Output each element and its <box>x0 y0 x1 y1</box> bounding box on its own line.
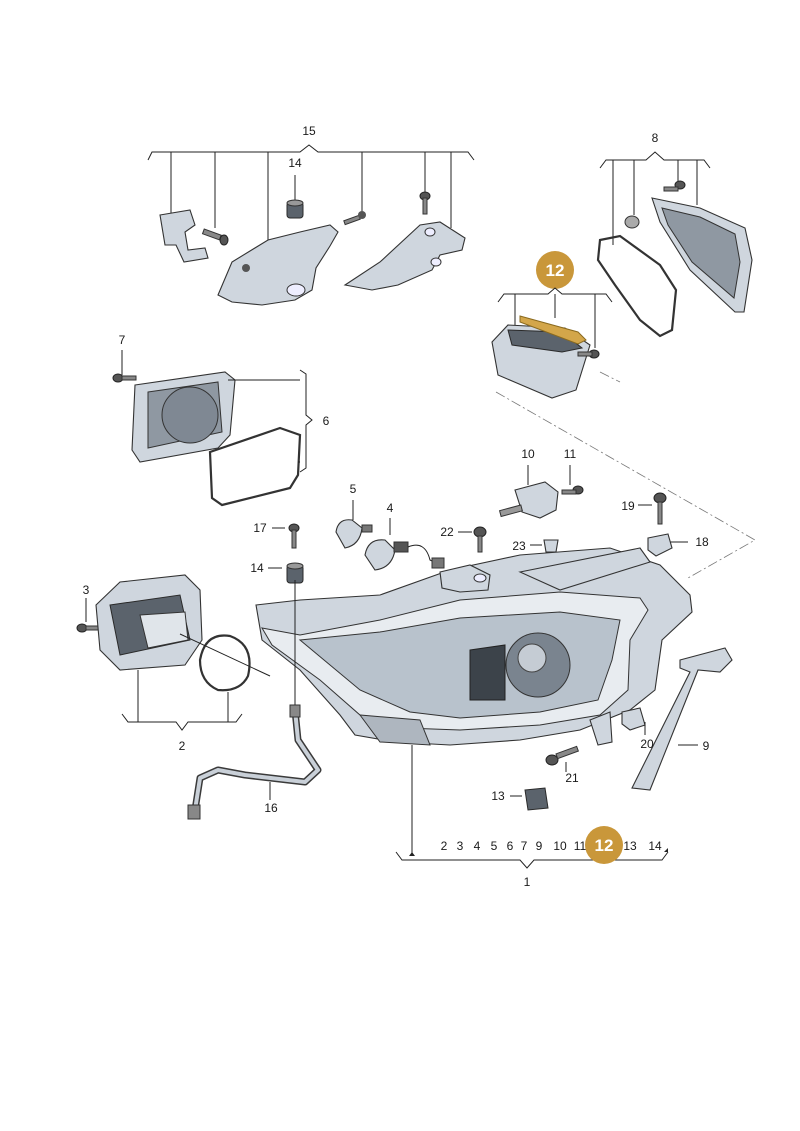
row-item-10: 10 <box>553 839 567 853</box>
screw-icon <box>663 180 686 192</box>
assembly-total-1: 1 <box>524 875 531 889</box>
row-item-7: 7 <box>521 839 528 853</box>
screw-icon <box>653 492 667 525</box>
highlight-badge <box>585 826 623 864</box>
row-item-5: 5 <box>491 839 498 853</box>
row-item-9: 9 <box>536 839 543 853</box>
row-item-12-badge: 12 <box>595 836 614 855</box>
screw-icon <box>201 228 229 246</box>
label-23: 23 <box>512 539 526 553</box>
label-5: 5 <box>350 482 357 496</box>
ballast-seal <box>198 634 251 692</box>
row-item-14: 14 <box>648 839 662 853</box>
bracket-group-15 <box>147 144 475 306</box>
adjuster-20 <box>621 707 646 731</box>
adjuster-18 <box>647 533 673 557</box>
row-item-6: 6 <box>507 839 514 853</box>
cover-group-8 <box>596 151 753 338</box>
cover-seal <box>596 234 678 338</box>
label-19: 19 <box>621 499 635 513</box>
row-item-3: 3 <box>457 839 464 853</box>
label-15: 15 <box>302 124 316 138</box>
main-bracket <box>217 224 339 306</box>
screw-icon <box>76 623 101 633</box>
row-item-11: 11 <box>574 839 587 853</box>
screw-icon <box>577 349 600 359</box>
module-group-6 <box>112 350 313 507</box>
module-seal <box>208 426 302 507</box>
badge-label-12: 12 <box>546 261 565 280</box>
screw-icon <box>343 211 366 226</box>
label-13: 13 <box>491 789 505 803</box>
callout-labels: 15 8 14 7 6 10 11 5 4 17 22 23 19 18 14 … <box>83 124 710 889</box>
label-11: 11 <box>564 447 577 461</box>
screw-icon <box>561 485 584 495</box>
screw-icon <box>419 191 431 215</box>
parts-row <box>395 826 669 869</box>
trim-strip-9 <box>631 647 733 791</box>
dashed-leaders <box>495 371 756 579</box>
label-16: 16 <box>264 801 278 815</box>
row-item-4: 4 <box>474 839 481 853</box>
label-20: 20 <box>640 737 654 751</box>
bulb-5 <box>335 519 363 549</box>
plug <box>624 215 640 229</box>
screw-icon <box>473 526 487 553</box>
cap-23 <box>543 539 559 553</box>
label-10: 10 <box>521 447 535 461</box>
screw-icon <box>112 373 137 383</box>
clip-bracket <box>159 209 209 263</box>
row-item-13: 13 <box>623 839 637 853</box>
label-21: 21 <box>565 771 579 785</box>
row-item-2: 2 <box>441 839 448 853</box>
label-7: 7 <box>119 333 126 347</box>
label-17: 17 <box>253 521 267 535</box>
grommet-13 <box>524 787 549 811</box>
ballast-group-2 <box>76 574 271 731</box>
label-2: 2 <box>179 739 186 753</box>
cable-16 <box>187 580 322 820</box>
label-6: 6 <box>323 414 330 428</box>
headlamp-housing <box>255 547 693 746</box>
label-22: 22 <box>440 525 454 539</box>
control-unit-12: 12 <box>491 251 613 399</box>
screw-icon <box>545 745 580 766</box>
screw-icon <box>288 523 300 549</box>
label-3: 3 <box>83 583 90 597</box>
lower-small-parts <box>411 707 646 855</box>
leveling-motor <box>514 481 559 519</box>
label-4: 4 <box>387 501 394 515</box>
label-8: 8 <box>652 131 659 145</box>
bulb-4 <box>364 539 396 571</box>
highlighted-cable <box>519 315 587 345</box>
highlight-badge <box>536 251 574 289</box>
grommet-14 <box>286 199 304 219</box>
label-18: 18 <box>695 535 709 549</box>
side-bracket <box>343 221 466 291</box>
label-9: 9 <box>703 739 710 753</box>
label-14-mid: 14 <box>250 561 264 575</box>
label-14-top: 14 <box>288 156 302 170</box>
grommet-14 <box>286 562 304 584</box>
